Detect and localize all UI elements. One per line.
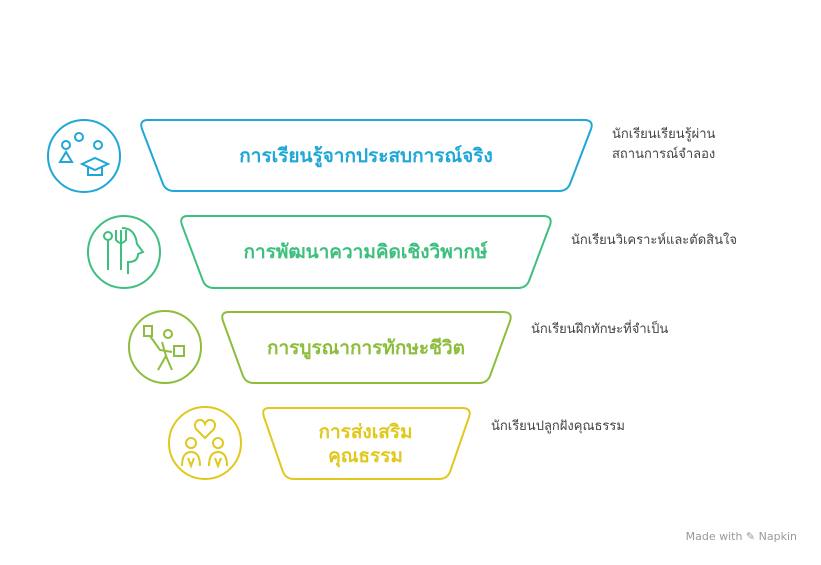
- level-1-desc-line-1: นักเรียนเรียนรู้ผ่าน: [612, 127, 716, 142]
- level-3-trapezoid: [221, 311, 512, 384]
- level-4-title: การส่งเสริม คุณธรรม: [285, 408, 446, 479]
- level-1-description: นักเรียนเรียนรู้ผ่าน สถานการณ์จำลอง: [612, 125, 715, 165]
- level-4-description: นักเรียนปลูกฝังคุณธรรม: [491, 419, 625, 434]
- level-1-trapezoid: [140, 119, 593, 192]
- level-4-trapezoid: [262, 407, 471, 480]
- level-3-title: การบูรณาการทักษะชีวิต: [267, 336, 465, 359]
- person-skill-icon: [128, 310, 202, 384]
- learning-cap-icon: [47, 119, 121, 193]
- level-1-desc-line-2: สถานการณ์จำลอง: [612, 147, 716, 162]
- people-heart-icon: [168, 406, 242, 480]
- level-4-title-line-1: การส่งเสริม: [318, 420, 413, 443]
- level-2-trapezoid: [180, 215, 552, 289]
- level-2-description: นักเรียนวิเคราะห์และตัดสินใจ: [571, 233, 737, 248]
- level-1-title: การเรียนรู้จากประสบการณ์จริง: [239, 144, 493, 167]
- level-4-title-line-2: คุณธรรม: [328, 444, 403, 467]
- head-thinking-icon: [87, 215, 161, 289]
- level-2-title: การพัฒนาความคิดเชิงวิพากษ์: [243, 241, 488, 263]
- level-3-description: นักเรียนฝึกทักษะที่จำเป็น: [531, 322, 669, 337]
- napkin-watermark: Made with ✎ Napkin: [685, 530, 797, 543]
